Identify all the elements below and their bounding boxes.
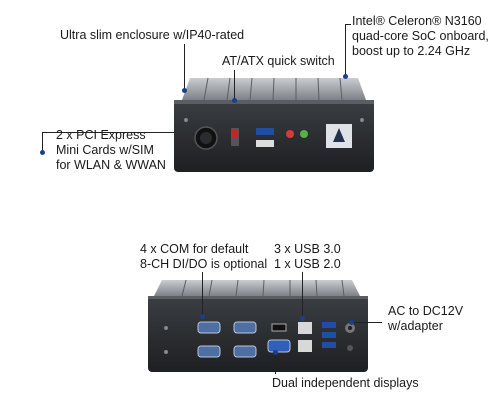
power-leader bbox=[352, 322, 382, 323]
cpu-leader-h bbox=[345, 24, 351, 25]
displays-callout: Dual independent displays bbox=[272, 376, 419, 390]
usb-dot bbox=[300, 316, 305, 321]
pcie-dot bbox=[40, 150, 45, 155]
com-leader bbox=[202, 272, 203, 316]
pcie-leader-h bbox=[42, 132, 174, 133]
rear-view-device bbox=[148, 279, 368, 372]
enclosure-leader bbox=[184, 44, 185, 90]
displays-leader bbox=[275, 352, 276, 374]
at-atx-callout: AT/ATX quick switch bbox=[222, 54, 335, 68]
cpu-dot bbox=[343, 74, 348, 79]
cpu-callout: Intel® Celeron® N3160 quad-core SoC onbo… bbox=[352, 14, 489, 58]
enclosure-dot bbox=[182, 88, 187, 93]
cpu-leader bbox=[345, 24, 346, 76]
displays-dot bbox=[273, 350, 278, 355]
com-dot bbox=[200, 314, 205, 319]
power-callout: AC to DC12V w/adapter bbox=[388, 304, 464, 333]
enclosure-callout: Ultra slim enclosure w/IP40-rated bbox=[60, 28, 245, 42]
com-callout: 4 x COM for default 8-CH DI/DO is option… bbox=[140, 242, 268, 271]
pcie-leader bbox=[42, 132, 43, 152]
pcie-callout: 2 x PCI Express Mini Cards w/SIM for WLA… bbox=[56, 128, 166, 172]
power-dot bbox=[349, 320, 354, 325]
usb-leader bbox=[302, 272, 303, 318]
at-atx-leader bbox=[234, 70, 235, 100]
front-view-device bbox=[174, 77, 374, 172]
at-atx-dot bbox=[232, 98, 237, 103]
usb-callout: 3 x USB 3.0 1 x USB 2.0 bbox=[274, 242, 341, 271]
